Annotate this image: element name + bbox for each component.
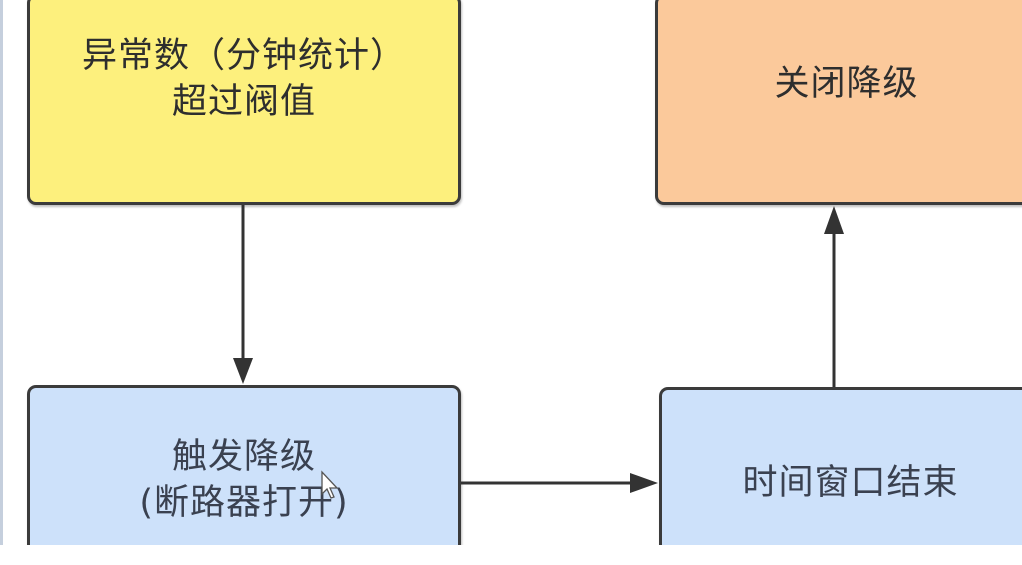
node-time-window-end[interactable]: 时间窗口结束 [659, 387, 1022, 545]
node-trigger-degradation[interactable]: 触发降级 (断路器打开) [27, 385, 461, 545]
node-threshold-exceeded[interactable]: 异常数（分钟统计） 超过阀值 [27, 0, 461, 205]
arrowhead-down-icon [233, 358, 253, 384]
flowchart-canvas: 异常数（分钟统计） 超过阀值 关闭降级 触发降级 (断路器打开) 时间窗口结束 [27, 0, 1022, 545]
node-label: 异常数（分钟统计） 超过阀值 [81, 36, 406, 122]
node-label: 关闭降级 [774, 64, 919, 104]
bottom-margin [0, 545, 1022, 565]
node-close-degradation[interactable]: 关闭降级 [655, 0, 1022, 205]
node-label: 时间窗口结束 [742, 463, 959, 503]
node-label: 触发降级 (断路器打开) [139, 437, 349, 523]
mouse-pointer-icon [321, 470, 339, 499]
left-border-rule [0, 0, 3, 555]
arrowhead-up-icon [824, 206, 844, 234]
arrowhead-right-icon [630, 473, 658, 493]
edge-threshold-to-trigger [233, 205, 253, 384]
edge-trigger-to-window [461, 473, 658, 493]
edge-window-to-close [824, 206, 844, 387]
